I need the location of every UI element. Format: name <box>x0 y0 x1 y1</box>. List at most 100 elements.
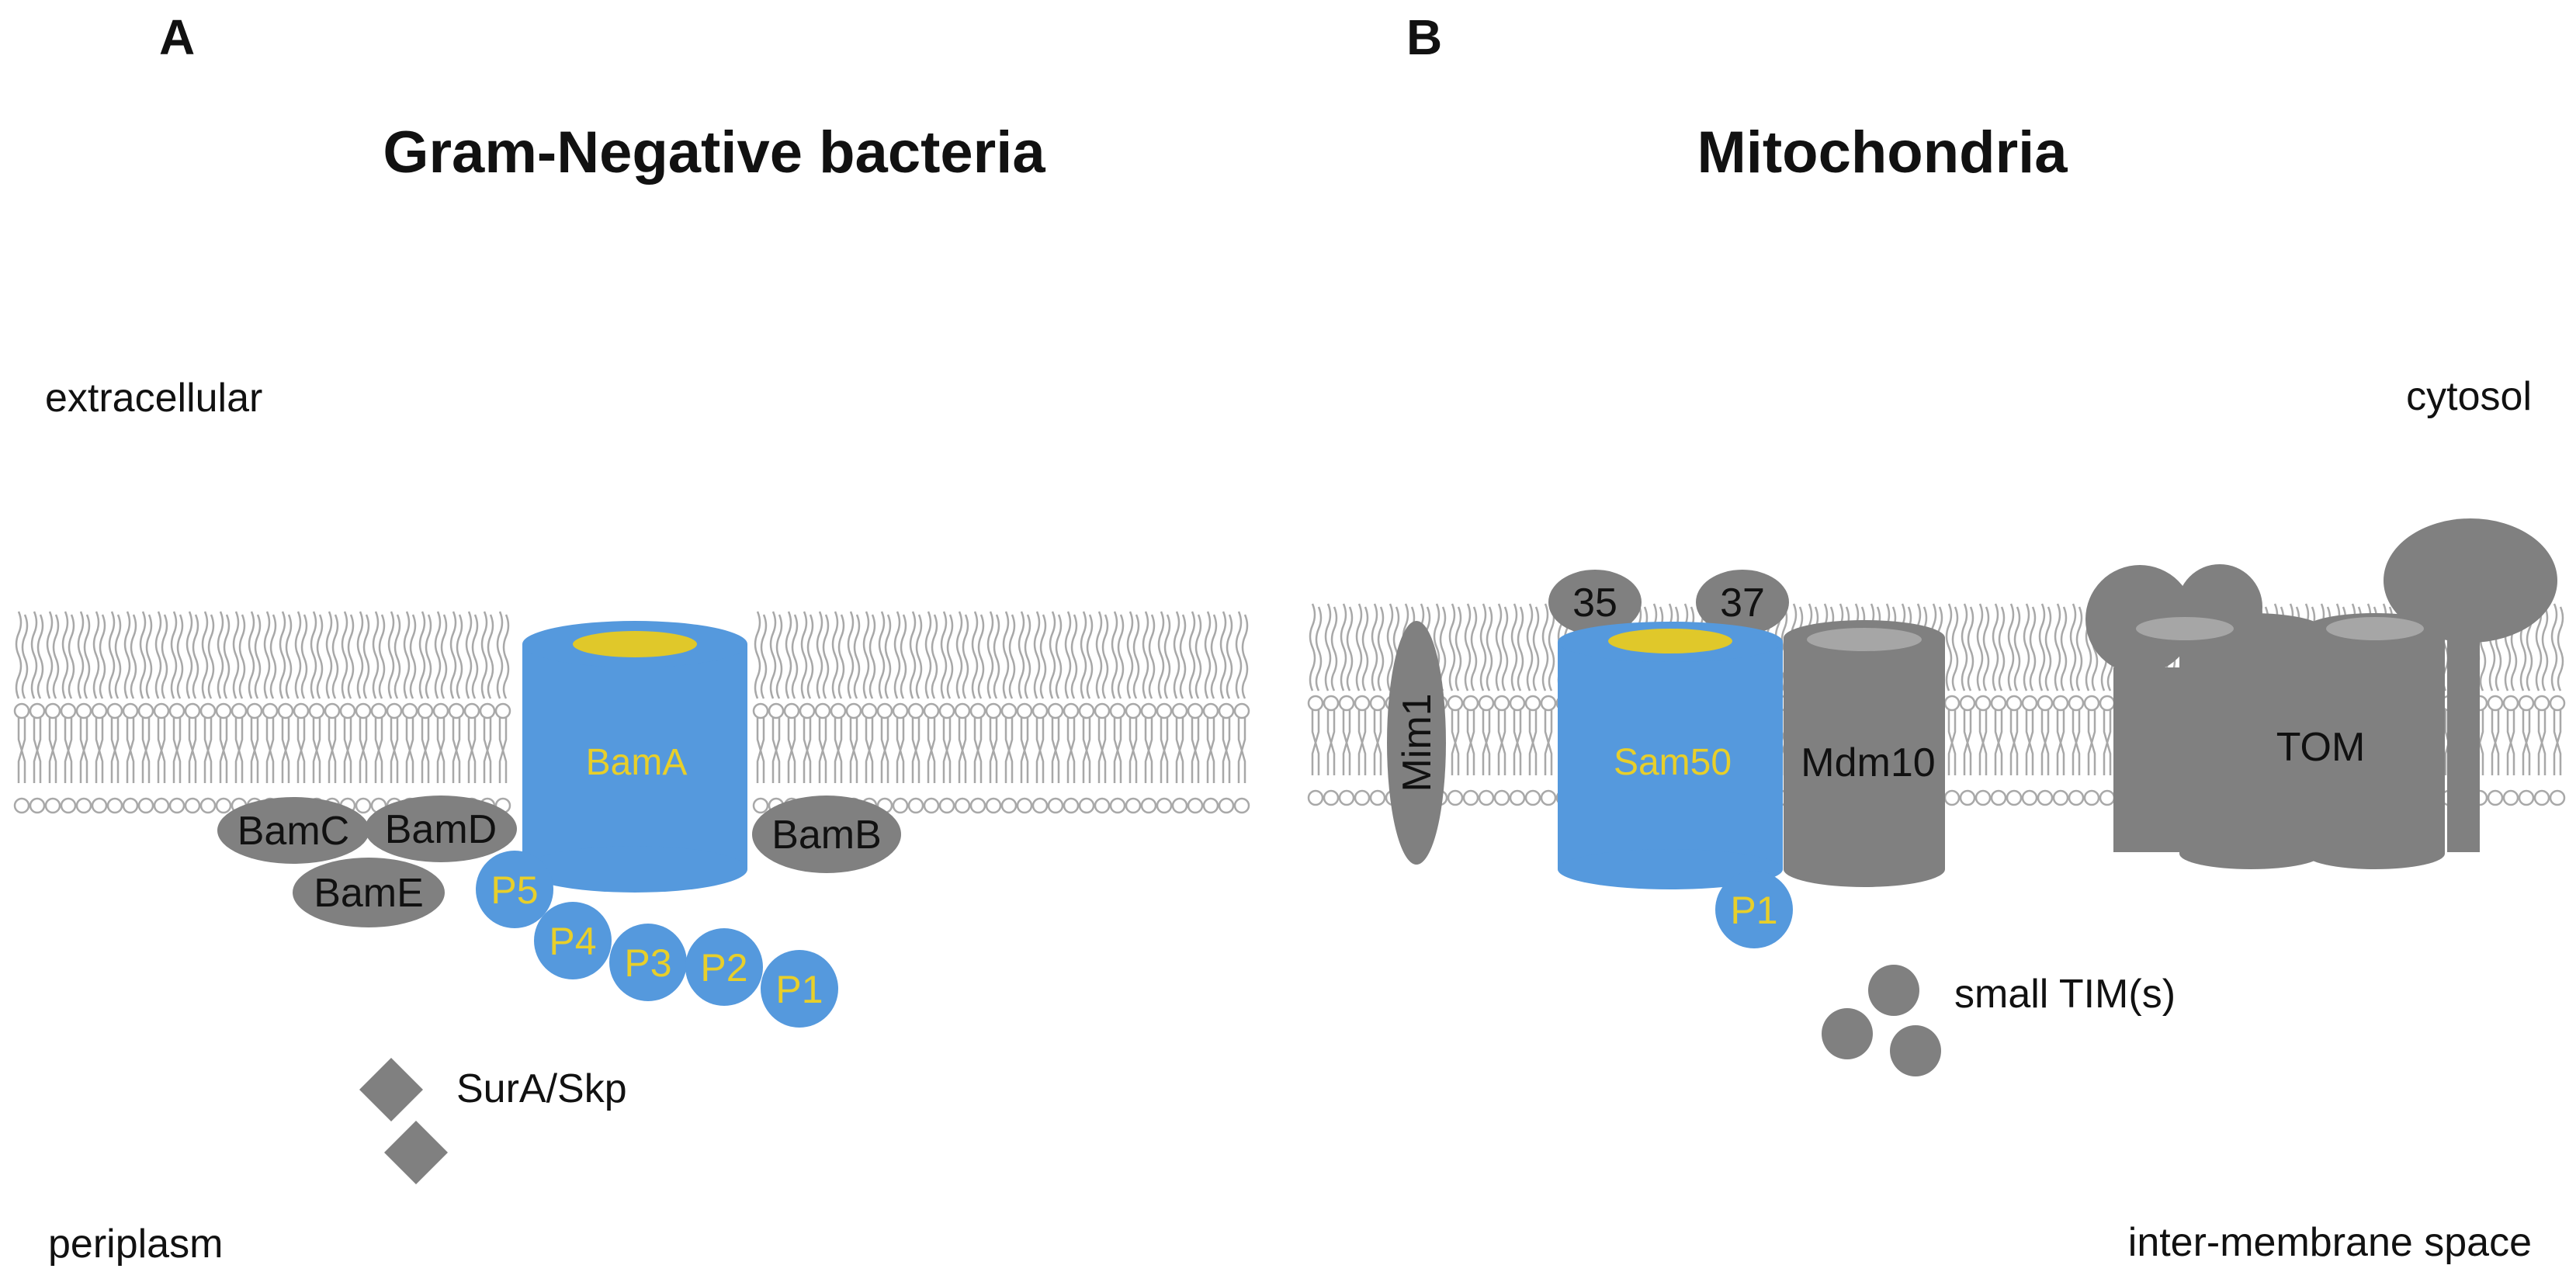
lipid-head <box>923 702 940 719</box>
lipid-head <box>1369 789 1386 806</box>
lipid-head <box>1338 695 1355 712</box>
lipid-head <box>2006 789 2023 806</box>
lipid-head <box>2099 789 2116 806</box>
lipid-head <box>1125 702 1142 719</box>
lipid-head <box>1156 797 1173 814</box>
mim1-label: Mim1 <box>1395 693 1440 792</box>
lipid-head <box>1063 702 1080 719</box>
lipid-head <box>122 797 139 814</box>
lipid-head <box>2099 695 2116 712</box>
lipid-head <box>752 702 769 719</box>
small-tim-label: small TIM(s) <box>1954 972 2176 1017</box>
lipid-head <box>262 702 279 719</box>
lipid-head <box>1943 695 1961 712</box>
lipid-head <box>1187 797 1204 814</box>
lipid-tails <box>15 611 510 783</box>
lipid-head <box>1218 797 1235 814</box>
lipid-head <box>13 702 30 719</box>
lipid-head <box>199 702 217 719</box>
lipid-head <box>60 797 77 814</box>
lipid-head <box>1990 789 2007 806</box>
lipid-head <box>1524 789 1541 806</box>
lipid-head <box>1974 789 1992 806</box>
lipid-bilayer-left <box>13 611 511 814</box>
bamb-protein: BamB <box>752 796 901 873</box>
lipid-head <box>1016 702 1033 719</box>
lipid-head <box>199 797 217 814</box>
lipid-head <box>1462 789 1479 806</box>
lipid-head <box>892 702 909 719</box>
lipid-head <box>1047 702 1064 719</box>
lipid-head <box>2068 789 2085 806</box>
bamd-label: BamD <box>385 807 497 852</box>
lipid-head <box>969 702 986 719</box>
lipid-head <box>2052 789 2069 806</box>
lipid-head <box>1540 789 1557 806</box>
bamc-protein: BamC <box>217 797 369 864</box>
lipid-head <box>60 702 77 719</box>
sam37-label: 37 <box>1720 581 1765 626</box>
lipid-head <box>44 797 61 814</box>
lipid-head <box>1323 789 1340 806</box>
lipid-head <box>401 702 418 719</box>
mdm10-label: Mdm10 <box>1801 740 1935 785</box>
lipid-head <box>324 702 341 719</box>
tom-complex: TOM <box>2085 518 2557 869</box>
lipid-head <box>2083 789 2100 806</box>
lipid-head <box>91 797 108 814</box>
lipid-head <box>1974 695 1992 712</box>
bama-label: BamA <box>586 742 688 783</box>
lipid-head <box>2487 789 2504 806</box>
mim1-protein: Mim1 <box>1387 621 1446 865</box>
lipid-head <box>1109 702 1126 719</box>
potra-label-p4: P4 <box>549 920 596 963</box>
lipid-head <box>137 797 154 814</box>
lipid-head <box>861 702 878 719</box>
lipid-head <box>1047 797 1064 814</box>
lipid-head <box>1307 789 1324 806</box>
lipid-head <box>494 702 511 719</box>
lipid-bilayer-right <box>752 611 1250 814</box>
lipid-head <box>215 702 232 719</box>
lipid-head <box>2549 695 2566 712</box>
potra-label-p2: P2 <box>700 946 747 990</box>
lipid-head <box>1447 789 1464 806</box>
extracellular-label: extracellular <box>45 376 262 421</box>
lipid-head <box>1000 797 1018 814</box>
lipid-head <box>1171 702 1188 719</box>
sam37-subunit: 37 <box>1696 570 1789 635</box>
lipid-head <box>1094 702 1111 719</box>
sam50-barrel: Sam50 <box>1558 622 1783 889</box>
lipid-head <box>1063 797 1080 814</box>
lipid-head <box>463 702 480 719</box>
lipid-head <box>168 702 185 719</box>
lipid-head <box>1493 695 1510 712</box>
bamb-label: BamB <box>771 813 882 858</box>
lipid-head <box>768 702 785 719</box>
lipid-head <box>1233 797 1250 814</box>
lipid-head <box>370 702 387 719</box>
panel-a-title: Gram-Negative bacteria <box>383 120 1045 185</box>
cytosol-label: cytosol <box>2406 374 2532 419</box>
lipid-head <box>2487 695 2504 712</box>
panel-b-letter: B <box>1406 9 1442 65</box>
lipid-head <box>2083 695 2100 712</box>
lipid-head <box>2037 695 2054 712</box>
lipid-head <box>75 702 92 719</box>
lipid-head <box>1233 702 1250 719</box>
lipid-head <box>1959 695 1976 712</box>
sam50-potra-label: P1 <box>1730 889 1777 932</box>
lipid-head <box>122 702 139 719</box>
lipid-head <box>783 702 800 719</box>
lipid-head <box>938 702 955 719</box>
small-tim-chaperones: small TIM(s) <box>1822 965 2176 1076</box>
lipid-head <box>1369 695 1386 712</box>
lipid-head <box>1031 797 1049 814</box>
panel-a-letter: A <box>159 9 195 65</box>
lipid-head <box>231 702 248 719</box>
potra-label-p3: P3 <box>624 941 671 985</box>
lipid-head <box>417 702 434 719</box>
lipid-head <box>2021 695 2038 712</box>
lipid-head <box>1509 789 1526 806</box>
lipid-head <box>907 797 924 814</box>
